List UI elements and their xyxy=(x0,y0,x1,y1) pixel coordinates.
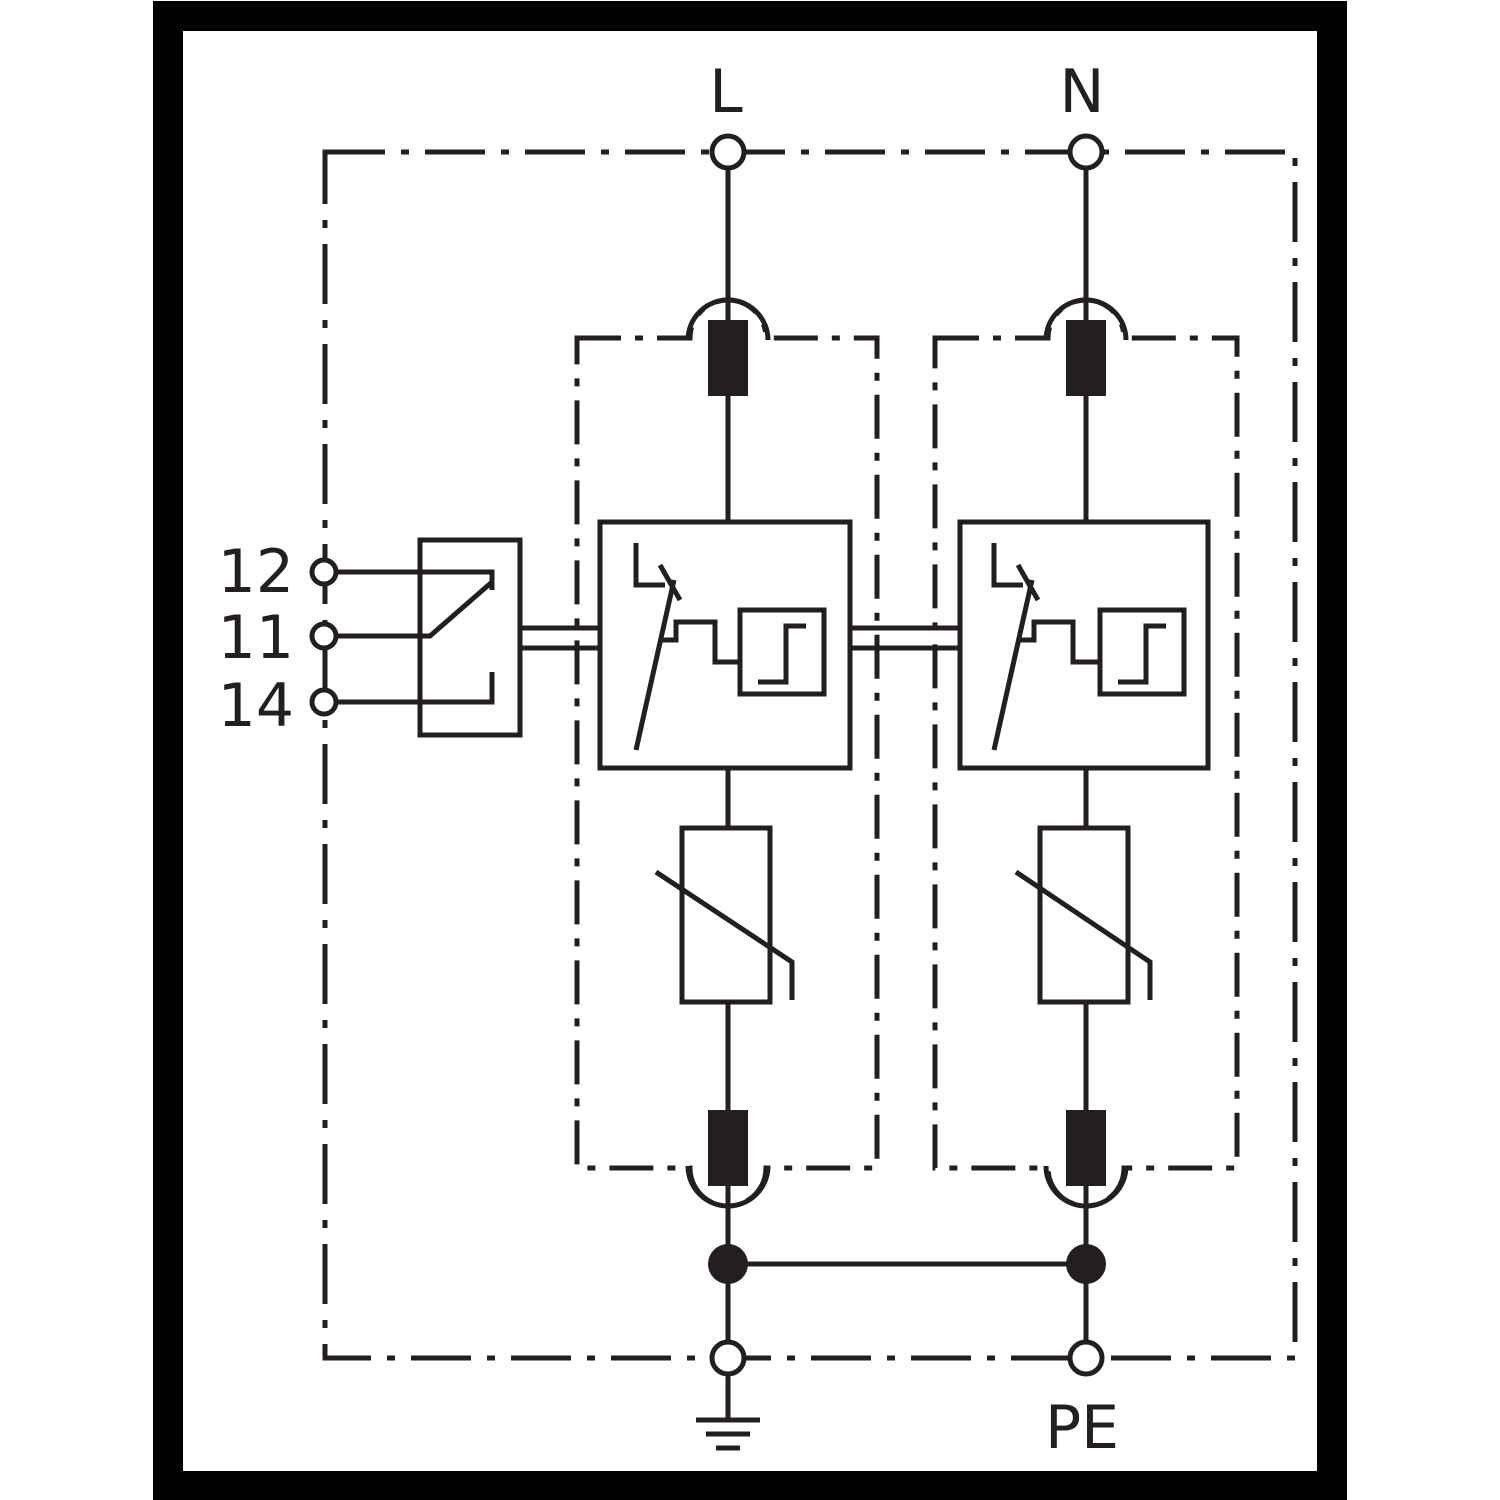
thermal-disconnector-icon xyxy=(991,543,1100,751)
earth-bridge xyxy=(708,1244,1106,1284)
label-pe: PE xyxy=(1045,1393,1119,1463)
varistor-icon xyxy=(1014,869,1153,1000)
status-indicator-icon xyxy=(1097,607,1187,697)
terminal-l xyxy=(709,133,747,171)
changeover-contact-icon xyxy=(336,569,495,705)
thermal-disconnector-icon xyxy=(633,543,740,751)
module-n-disconnector xyxy=(957,519,1211,771)
remote-signal-contact xyxy=(336,537,523,738)
status-indicator-icon xyxy=(737,607,827,697)
label-12: 12 xyxy=(218,537,294,607)
terminal-n xyxy=(1067,133,1105,171)
label-l: L xyxy=(709,57,743,127)
label-n: N xyxy=(1060,57,1105,127)
earth-ground-icon xyxy=(696,1376,760,1451)
housing-outline xyxy=(322,149,1298,1361)
terminal-pe xyxy=(1067,1339,1105,1377)
module-l-disconnector xyxy=(597,519,853,771)
terminal-14 xyxy=(309,687,339,717)
terminal-earth xyxy=(709,1339,747,1377)
fuse-icon xyxy=(708,320,1106,1186)
terminal-11 xyxy=(309,621,339,651)
label-14: 14 xyxy=(218,671,294,741)
module-l-varistor xyxy=(654,825,795,1005)
label-11: 11 xyxy=(218,603,294,673)
terminal-12 xyxy=(309,557,339,587)
varistor-icon xyxy=(654,869,795,1000)
frame-border xyxy=(153,1,1347,1500)
mechanical-coupling xyxy=(520,625,960,651)
module-n-varistor xyxy=(1014,825,1153,1005)
